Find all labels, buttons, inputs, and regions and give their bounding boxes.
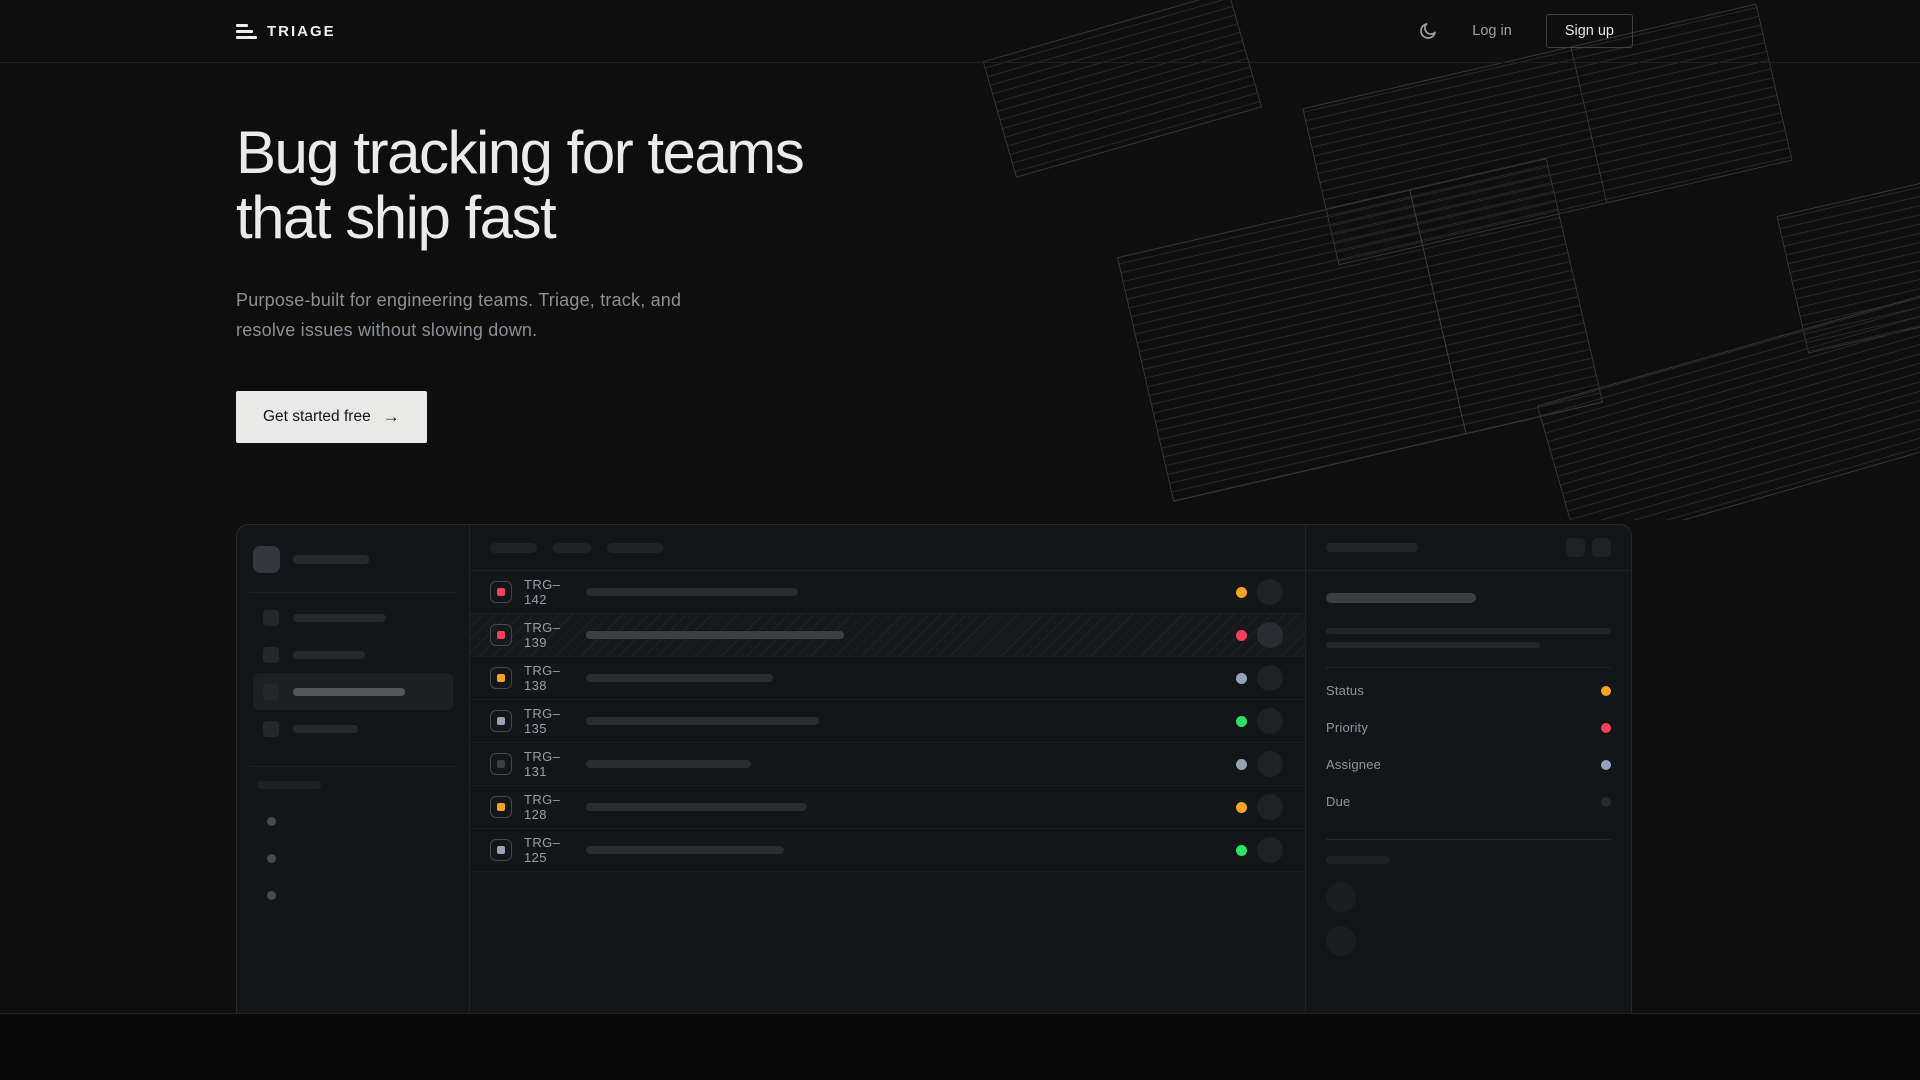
issue-title-placeholder [586,674,773,682]
issue-type-icon [490,710,512,732]
footer-section [0,1013,1920,1080]
issue-id: TRG–139 [524,620,561,650]
property-value-dot [1601,722,1611,733]
comment-avatar-placeholder [1326,926,1356,956]
issue-title-placeholder [586,760,751,768]
property-label: Priority [1326,720,1369,735]
detail-header-button [1592,538,1611,557]
workspace-switcher-placeholder [253,546,453,573]
signup-button[interactable]: Sign up [1545,14,1633,48]
mockup-detail-panel: Status Priority Assignee Due [1305,525,1631,1013]
sidebar-item-placeholder [253,599,453,636]
property-row: Priority [1326,709,1611,746]
issue-type-icon [490,753,512,775]
issue-id: TRG–125 [524,835,561,865]
property-value-dot [1601,759,1611,770]
issue-row: TRG–131 [470,743,1305,786]
issue-id: TRG–138 [524,663,561,693]
status-dot [1236,844,1247,856]
triage-logo-icon [236,23,257,39]
issue-title-placeholder [586,631,844,639]
issue-type-icon [490,839,512,861]
issue-id: TRG–135 [524,706,561,736]
issue-row: TRG–135 [470,700,1305,743]
issue-row: TRG–139 [470,614,1305,657]
status-dot [1236,758,1247,770]
sidebar-dot [267,854,276,863]
issue-title-placeholder [586,717,819,725]
list-header-placeholder [470,525,1305,571]
issue-type-icon [490,624,512,646]
activity-section-label-placeholder [1326,856,1390,864]
workspace-avatar [253,546,280,573]
issue-title-placeholder [586,846,784,854]
issue-type-icon [490,796,512,818]
status-dot [1236,629,1247,641]
property-row: Assignee [1326,746,1611,783]
sidebar-dot [267,817,276,826]
issue-row: TRG–125 [470,829,1305,872]
get-started-button[interactable]: Get started free → [236,390,427,443]
issue-type-icon [490,581,512,603]
sidebar-item-placeholder [253,636,453,673]
wireframe-decoration [982,0,1920,520]
issue-id: TRG–131 [524,749,561,779]
brand-logo: TRIAGE [236,23,336,40]
property-label: Assignee [1326,757,1382,772]
hero-subtitle: Purpose-built for engineering teams. Tri… [236,289,682,340]
moon-icon [1420,23,1437,39]
assignee-avatar [1257,837,1283,863]
status-dot [1236,672,1247,684]
issue-title-placeholder [586,588,798,596]
mockup-sidebar [237,525,470,1013]
issue-row: TRG–128 [470,786,1305,829]
comment-avatar-placeholder [1326,882,1356,912]
assignee-avatar [1257,622,1283,648]
sidebar-section-label-placeholder [257,781,321,789]
issue-type-icon [490,667,512,689]
property-row: Status [1326,672,1611,709]
issue-id: TRG–142 [524,577,561,607]
sidebar-item-active-placeholder [253,673,453,710]
assignee-avatar [1257,579,1283,605]
issue-row: TRG–142 [470,571,1305,614]
issue-id: TRG–128 [524,792,561,822]
login-link[interactable]: Log in [1472,23,1512,39]
top-nav: TRIAGE Log in Sign up [0,0,1920,63]
app-mockup: TRG–142 TRG–139 TRG–138 TRG–135 TRG– [236,524,1632,1013]
issue-row: TRG–138 [470,657,1305,700]
status-dot [1236,586,1247,598]
issue-title-placeholder [1326,593,1476,603]
arrow-right-icon: → [382,406,400,426]
property-value-dot [1601,685,1611,696]
detail-header-placeholder [1306,525,1631,571]
assignee-avatar [1257,751,1283,777]
detail-header-button [1566,538,1585,557]
mockup-issue-list-panel: TRG–142 TRG–139 TRG–138 TRG–135 TRG– [470,525,1305,1013]
brand-name: TRIAGE [267,22,336,40]
status-dot [1236,715,1247,727]
property-label: Due [1326,794,1351,809]
sidebar-item-placeholder [253,710,453,747]
theme-toggle-button[interactable] [1418,21,1438,41]
assignee-avatar [1257,708,1283,734]
status-dot [1236,801,1247,813]
property-value-dot [1601,796,1611,807]
property-list: Status Priority Assignee Due [1326,672,1611,820]
issue-list: TRG–142 TRG–139 TRG–138 TRG–135 TRG– [470,571,1305,872]
issue-title-placeholder [586,803,807,811]
sidebar-dot [267,891,276,900]
property-label: Status [1326,683,1365,698]
property-row: Due [1326,783,1611,820]
assignee-avatar [1257,665,1283,691]
assignee-avatar [1257,794,1283,820]
